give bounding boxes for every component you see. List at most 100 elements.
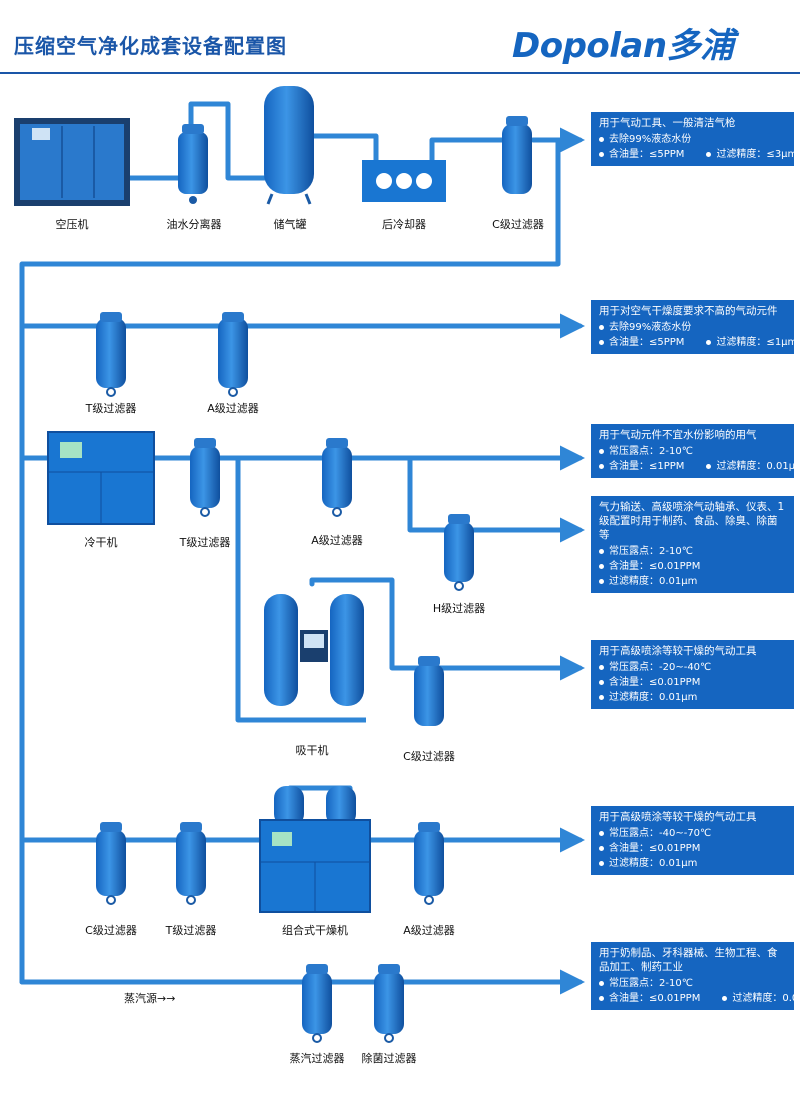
c-filter-5-icon: [414, 656, 444, 726]
info-box-row: 过滤精度：0.01μm: [599, 856, 786, 871]
info-box-row: 含油量：≤0.01PPM: [599, 675, 786, 690]
label-a-filter-3: A级过滤器: [311, 534, 363, 547]
info-box-5: 用于高级喷涂等较干燥的气动工具常压露点：-20~-40℃ 含油量：≤0.01PPM…: [591, 640, 794, 709]
info-box-row: 去除99%液态水份: [599, 320, 786, 335]
info-box-text: 含油量：≤0.01PPM: [609, 993, 701, 1004]
label-c-filter-5: C级过滤器: [403, 750, 455, 763]
info-box-row: 常压露点：2-10℃: [599, 544, 786, 559]
aftercooler-icon: [362, 160, 446, 202]
info-box-row: 含油量：≤0.01PPM: [599, 559, 786, 574]
bullet-icon: [706, 339, 712, 345]
bullet-icon: [599, 548, 604, 554]
info-box-3: 用于气动元件不宜水份影响的用气常压露点：2-10℃ 含油量：≤1PPM 过滤精度：0…: [591, 424, 800, 478]
bullet-icon: [599, 339, 604, 345]
bullet-icon: [599, 664, 604, 670]
info-box-text: 过滤精度：0.01μm: [609, 858, 698, 869]
info-box-text: 过滤精度：0.01μm: [609, 692, 698, 703]
info-box-text: 过滤精度：0.01μm: [732, 993, 800, 1004]
bullet-icon: [599, 980, 604, 986]
bullet-icon: [599, 578, 604, 584]
c-filter-1-icon: [502, 116, 532, 194]
compressor-icon: [14, 118, 130, 206]
label-sterile-filter: 除菌过滤器: [361, 1052, 417, 1065]
label-steam-source: 蒸汽源→→: [124, 992, 176, 1005]
t-filter-3-icon: [190, 438, 220, 517]
bullet-icon: [599, 679, 604, 685]
label-combined: 组合式干燥机: [282, 924, 348, 937]
info-box-text: 常压露点：-40~-70℃: [609, 828, 712, 839]
label-tank: 储气罐: [273, 218, 307, 231]
info-box-text: 常压露点：2-10℃: [609, 446, 693, 457]
info-box-row: 去除99%液态水份: [599, 132, 786, 147]
info-box-text: 过滤精度：0.01μm: [609, 576, 698, 587]
info-box-title: 用于高级喷涂等较干燥的气动工具: [599, 811, 757, 823]
info-box-text: 过滤精度：≤1μm: [716, 337, 798, 348]
info-box-row: 过滤精度：0.01μm: [599, 574, 786, 589]
info-box-4: 气力输送、高级喷涂气动轴承、仪表、1级配置时用于制药、食品、除臭、除菌等常压露点…: [591, 496, 794, 593]
label-aftercooler: 后冷却器: [382, 218, 426, 231]
bullet-icon: [599, 324, 604, 330]
info-box-row: 含油量：≤1PPM 过滤精度：0.01μm: [599, 459, 800, 474]
combined-dryer-icon: [259, 786, 371, 913]
info-box-row: 常压露点：-40~-70℃: [599, 826, 786, 841]
header-divider: [0, 72, 800, 74]
info-box-text: 过滤精度：0.01μm: [716, 461, 800, 472]
label-t-filter-3: T级过滤器: [179, 536, 231, 549]
info-box-text: 常压露点：2-10℃: [609, 546, 693, 557]
info-box-row: 含油量：≤0.01PPM 过滤精度：0.01μm: [599, 991, 800, 1006]
info-box-row: 常压露点：-20~-40℃: [599, 660, 786, 675]
label-c-filter-1: C级过滤器: [492, 218, 544, 231]
info-box-row: 常压露点：2-10℃: [599, 444, 786, 459]
bullet-icon: [706, 463, 712, 469]
info-box-text: 含油量：≤1PPM: [609, 461, 685, 472]
label-separator: 油水分离器: [166, 218, 222, 231]
bullet-icon: [722, 995, 728, 1001]
label-compressor: 空压机: [55, 218, 89, 231]
bullet-icon: [706, 151, 712, 157]
brand-logo: Dopolan多浦: [512, 26, 734, 66]
label-a-filter-6: A级过滤器: [403, 924, 455, 937]
pipe-cooler-filter: [429, 137, 505, 163]
info-box-title: 用于高级喷涂等较干燥的气动工具: [599, 645, 757, 657]
tank-icon: [264, 86, 314, 205]
info-box-text: 含油量：≤0.01PPM: [609, 843, 701, 854]
info-box-text: 含油量：≤0.01PPM: [609, 677, 701, 688]
label-dryer: 冷干机: [84, 536, 118, 549]
info-box-text: 含油量：≤5PPM: [609, 337, 685, 348]
bullet-icon: [599, 845, 604, 851]
bullet-icon: [599, 463, 604, 469]
bullet-icon: [599, 136, 604, 142]
bullet-icon: [599, 448, 604, 454]
info-box-title: 用于气动元件不宜水份影响的用气: [599, 429, 757, 441]
steam-filter-icon: [302, 964, 332, 1043]
bullet-icon: [599, 563, 604, 569]
label-adsorption: 吸干机: [295, 744, 329, 757]
page-title: 压缩空气净化成套设备配置图: [14, 34, 287, 58]
a-filter-3-icon: [322, 438, 352, 517]
info-box-title: 用于奶制品、牙科器械、生物工程、食品加工、制药工业: [599, 947, 778, 973]
info-box-title: 气力输送、高级喷涂气动轴承、仪表、1级配置时用于制药、食品、除臭、除菌等: [599, 501, 785, 541]
bullet-icon: [599, 860, 604, 866]
info-box-title: 用于气动工具、一般清洁气枪: [599, 117, 736, 129]
bullet-icon: [599, 151, 604, 157]
info-box-text: 含油量：≤5PPM: [609, 149, 685, 160]
label-c-filter-6: C级过滤器: [85, 924, 137, 937]
label-h-filter-4: H级过滤器: [432, 602, 486, 615]
info-box-2: 用于对空气干燥度要求不高的气动元件去除99%液态水份含油量：≤5PPM 过滤精度：…: [591, 300, 797, 354]
c-filter-6-icon: [96, 822, 126, 905]
info-box-row: 含油量：≤5PPM 过滤精度：≤1μm: [599, 335, 797, 350]
t-filter-2-icon: [96, 312, 126, 397]
info-box-row: 常压露点：2-10℃: [599, 976, 786, 991]
info-box-6: 用于高级喷涂等较干燥的气动工具常压露点：-40~-70℃ 含油量：≤0.01PPM…: [591, 806, 794, 875]
info-box-row: 含油量：≤0.01PPM: [599, 841, 786, 856]
label-a-filter-2: A级过滤器: [207, 402, 259, 415]
info-box-title: 用于对空气干燥度要求不高的气动元件: [599, 305, 778, 317]
info-box-text: 过滤精度：≤3μm: [716, 149, 798, 160]
label-steam-filter: 蒸汽过滤器: [289, 1052, 345, 1065]
info-box-text: 常压露点：-20~-40℃: [609, 662, 712, 673]
info-box-1: 用于气动工具、一般清洁气枪去除99%液态水份含油量：≤5PPM 过滤精度：≤3μm: [591, 112, 798, 166]
pipe-out-5: [309, 577, 585, 681]
bullet-icon: [599, 995, 604, 1001]
